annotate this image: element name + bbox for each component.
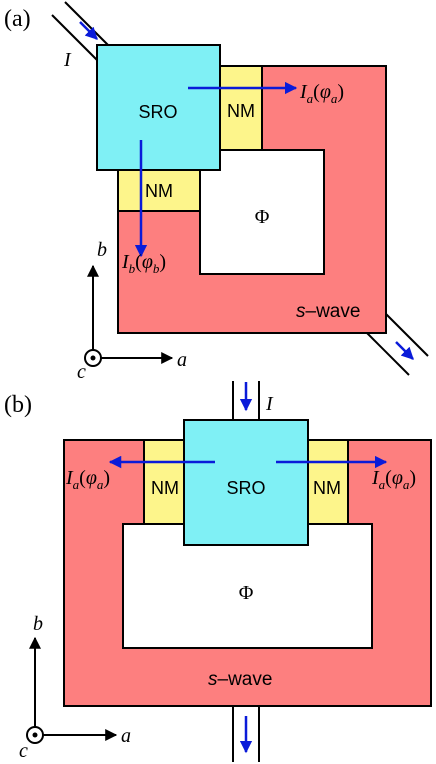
current-a-label-a: Ia(φa) — [299, 81, 344, 106]
current-in-label-b: I — [265, 393, 274, 415]
axis-c-label-a: c — [77, 361, 86, 383]
axes-a: b a c — [77, 239, 187, 383]
lead-out-a — [366, 313, 429, 376]
current-left-label-b: Ia(φa) — [65, 467, 110, 492]
swave-s-b: s — [208, 669, 218, 690]
panel-b: (b) I NM NM SRO Φ s–wave Ia(φa) Ia(φa) — [4, 381, 432, 762]
nm-label-bottom-a: NM — [145, 181, 173, 201]
current-right-label-b: Ia(φa) — [371, 467, 416, 492]
axis-a-label-b: a — [121, 725, 131, 747]
nm-label-right-a: NM — [227, 101, 255, 121]
swave-rest-a: –wave — [306, 301, 361, 322]
swave-s-a: s — [296, 301, 306, 322]
panel-label-b: (b) — [4, 392, 32, 418]
nm-label-left-b: NM — [151, 478, 179, 498]
sro-label-a: SRO — [138, 102, 177, 122]
axis-c-label-b: c — [19, 740, 28, 762]
nm-label-right-b: NM — [313, 478, 341, 498]
nm-block-right-b — [305, 439, 349, 525]
lead-in-b — [232, 381, 260, 420]
swave-rest-b: –wave — [218, 669, 273, 690]
lead-out-b — [232, 706, 260, 762]
swave-label-a: s–wave — [296, 301, 360, 322]
panel-a: (a) I NM NM SRO Φ s–wave Ia(φa) Ib(φb) — [4, 1, 429, 383]
axis-a-label-a: a — [177, 349, 187, 371]
swave-label-b: s–wave — [208, 669, 272, 690]
lead-in-a — [51, 1, 113, 63]
current-b-label-a: Ib(φb) — [121, 251, 166, 276]
axis-b-label-b: b — [33, 613, 43, 635]
axis-b-label-a: b — [97, 239, 107, 261]
flux-symbol-b: Φ — [239, 582, 254, 604]
current-in-arrow-a — [79, 21, 98, 40]
panel-label-a: (a) — [4, 6, 31, 32]
flux-symbol-a: Φ — [255, 206, 270, 228]
current-out-arrow-a — [395, 341, 414, 360]
sro-block-a — [96, 44, 221, 171]
sro-block-b — [183, 419, 309, 546]
current-in-label-a: I — [63, 49, 72, 71]
sro-label-b: SRO — [226, 478, 265, 498]
axes-b: b a c — [19, 613, 131, 762]
